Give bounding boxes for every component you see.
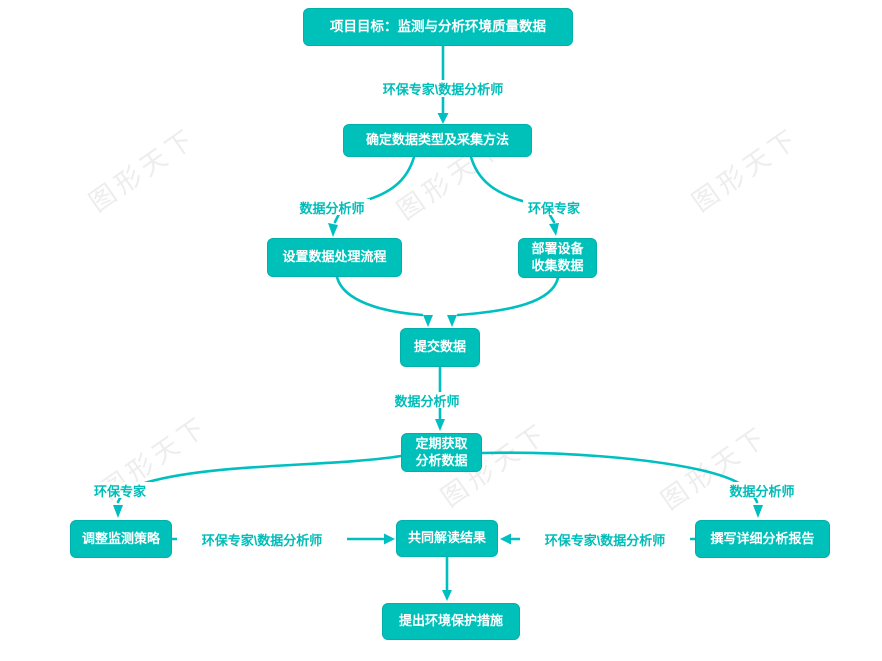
node-periodic-fetch: 定期获取 分析数据	[401, 433, 482, 472]
node-submit-data: 提交数据	[400, 328, 480, 367]
edge-label-submit-periodic: 数据分析师	[394, 392, 460, 409]
edge-label-adjust-interpret: 环保专家\数据分析师	[177, 531, 347, 548]
edge-label-report-interpret: 环保专家\数据分析师	[520, 531, 690, 548]
arrowhead-down-icon	[753, 505, 763, 518]
edge-determine-process	[358, 155, 416, 204]
edge-periodic-report	[480, 451, 759, 504]
edge-process-submit	[335, 275, 424, 317]
edge-label-determine-process: 数据分析师	[294, 199, 370, 216]
arrowhead-down-icon	[435, 419, 445, 431]
node-setup-processing: 设置数据处理流程	[267, 238, 402, 277]
edge-label-periodic-adjust: 环保专家	[88, 482, 152, 499]
edge-label-goal-determine: 环保专家\数据分析师	[363, 80, 523, 97]
node-determine-data-type: 确定数据类型及采集方法	[343, 124, 532, 157]
edge-label-determine-deploy: 环保专家	[523, 199, 585, 216]
arrowhead-down-icon	[328, 223, 338, 237]
edge-periodic-adjust	[116, 454, 403, 504]
arrowhead-down-icon	[113, 505, 123, 518]
arrowhead-right-icon	[384, 533, 395, 545]
node-write-report: 撰写详细分析报告	[695, 520, 830, 558]
node-propose-measures: 提出环境保护措施	[382, 603, 520, 640]
node-joint-interpret: 共同解读结果	[396, 520, 498, 557]
node-deploy-devices: 部署设备 收集数据	[518, 238, 597, 278]
arrowhead-down-icon	[549, 223, 559, 236]
arrowhead-down-icon	[442, 590, 452, 601]
node-project-goal: 项目目标：监测与分析环境质量数据	[303, 8, 573, 46]
edge-label-periodic-report: 数据分析师	[722, 482, 802, 499]
arrowhead-down-icon	[437, 113, 449, 124]
edge-determine-deploy	[469, 155, 528, 204]
arrowhead-down-icon	[423, 315, 433, 327]
arrowhead-down-icon	[447, 315, 457, 327]
arrowhead-left-icon	[500, 533, 511, 545]
edge-deploy-submit	[456, 276, 560, 317]
node-adjust-strategy: 调整监测策略	[70, 520, 172, 558]
